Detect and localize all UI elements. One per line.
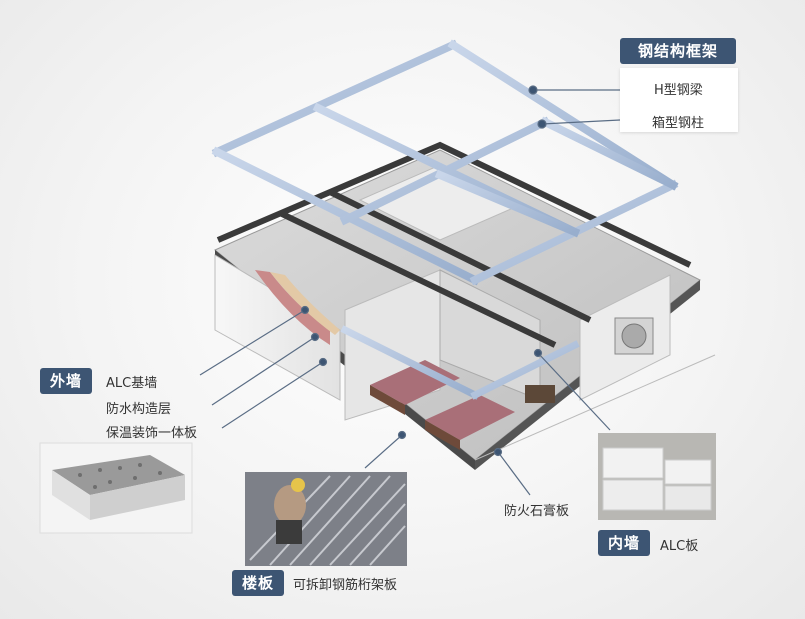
insulation-board-label: 保温装饰一体板 — [106, 426, 198, 441]
fire-gypsum-board-label: 防火石膏板 — [504, 504, 570, 519]
h-beam-label: H型钢梁 — [654, 83, 703, 98]
callout-lines — [199, 85, 621, 496]
exterior-wall-tag: 外墙 — [40, 368, 92, 394]
inner-dark-beams — [216, 141, 692, 348]
frame-title-tag: 钢结构框架 — [620, 38, 736, 64]
truss-floor-photo — [245, 472, 407, 566]
interior-wall-tag: 内墙 — [598, 530, 650, 556]
ground-line — [474, 354, 716, 461]
frame-items-card — [620, 68, 738, 132]
box-column-label: 箱型钢柱 — [652, 116, 705, 131]
bed-left — [370, 360, 460, 415]
floor-slab-tag: 楼板 — [232, 570, 284, 596]
truss-deck-label: 可拆卸钢筋桁架板 — [293, 578, 398, 593]
bed-right — [425, 395, 515, 450]
wall-layer-cut-2 — [270, 272, 340, 335]
alc-board-photo — [598, 433, 716, 520]
steel-frame — [211, 39, 679, 465]
wall-layer-cut — [255, 270, 330, 345]
desk — [525, 385, 555, 403]
alc-base-wall-label: ALC基墙 — [106, 376, 158, 391]
waterproof-layer-label: 防水构造层 — [106, 402, 172, 417]
alc-board-label: ALC板 — [660, 539, 699, 554]
insulation-panel-photo — [39, 442, 193, 534]
